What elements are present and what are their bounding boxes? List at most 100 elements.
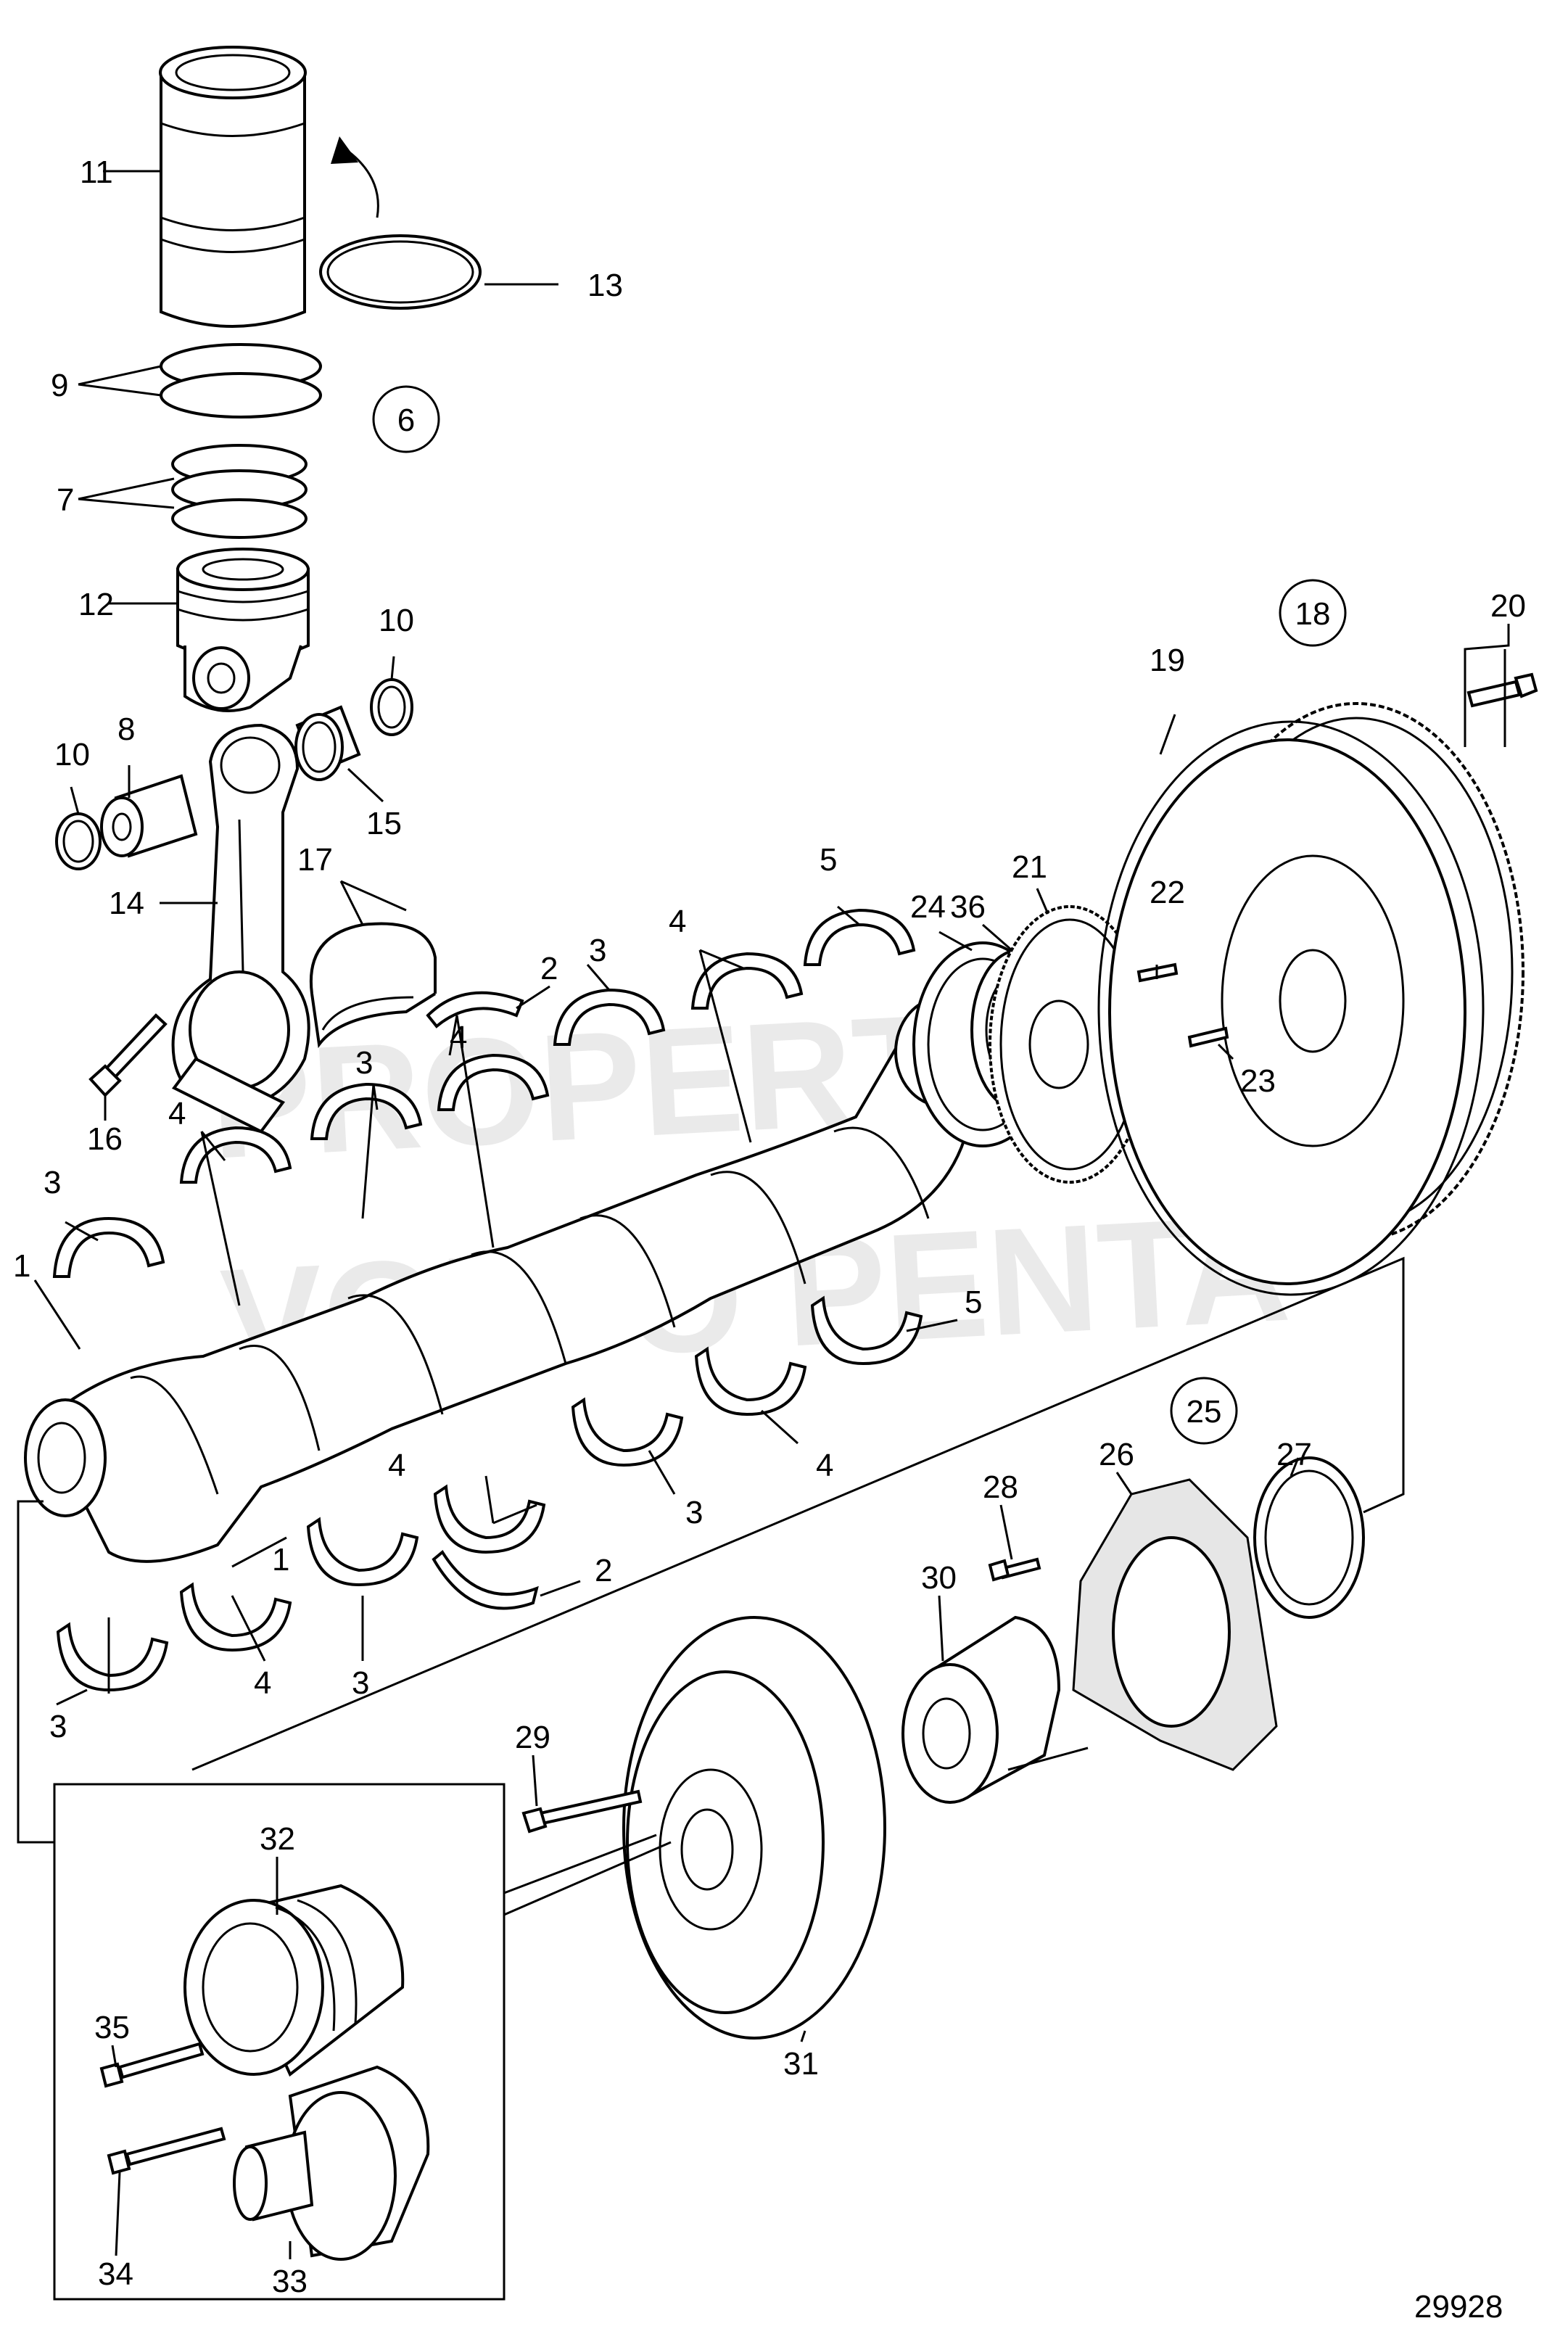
flywheel-bolt bbox=[1466, 672, 1538, 708]
bearing-shell-upper-3 bbox=[310, 1082, 423, 1140]
label-21: 21 bbox=[1012, 849, 1047, 885]
label-24: 24 bbox=[910, 889, 946, 925]
label-12: 12 bbox=[78, 587, 114, 622]
label-15: 15 bbox=[366, 806, 402, 841]
part-labels: 11 13 9 7 12 10 8 10 15 14 17 16 2 3 4 4… bbox=[13, 154, 1526, 2299]
label-30: 30 bbox=[921, 1560, 957, 1596]
label-10-right: 10 bbox=[379, 603, 414, 638]
group-label-6: 6 bbox=[397, 403, 415, 438]
connecting-rod bbox=[171, 723, 310, 1134]
group-marker-25: 25 bbox=[1170, 1377, 1238, 1445]
label-4-bottom-right: 4 bbox=[816, 1448, 833, 1483]
label-1-bottom: 1 bbox=[272, 1542, 289, 1578]
label-4-mid: 4 bbox=[450, 1020, 467, 1055]
label-32: 32 bbox=[260, 1821, 295, 1857]
label-23: 23 bbox=[1240, 1063, 1276, 1099]
bearing-shell-upper-7 bbox=[803, 908, 916, 966]
crankshaft-gear bbox=[989, 905, 1151, 1184]
label-10-left: 10 bbox=[54, 737, 90, 772]
label-31: 31 bbox=[783, 2046, 819, 2082]
vibration-damper bbox=[622, 1616, 886, 2040]
label-4-left: 4 bbox=[168, 1096, 186, 1131]
pulley-bolt bbox=[99, 2042, 205, 2088]
label-13: 13 bbox=[587, 268, 623, 303]
damper-hub bbox=[901, 1615, 1061, 1804]
bearing-shell-lower-5 bbox=[571, 1397, 684, 1467]
label-26: 26 bbox=[1099, 1437, 1134, 1472]
label-27: 27 bbox=[1276, 1437, 1312, 1472]
inset-box bbox=[53, 1783, 672, 2301]
bearing-shell-upper-6 bbox=[690, 952, 804, 1010]
leader-lines bbox=[33, 170, 1510, 2259]
flywheel bbox=[1097, 702, 1524, 1296]
group-label-18: 18 bbox=[1295, 596, 1331, 632]
label-3-bottom-mid: 3 bbox=[685, 1495, 703, 1530]
label-5-bottom: 5 bbox=[965, 1284, 982, 1320]
phantom-line-front bbox=[191, 1256, 1405, 1771]
hub-bolt bbox=[107, 2127, 226, 2175]
drawing-number: 29928 bbox=[1414, 2289, 1503, 2325]
label-3-top: 3 bbox=[589, 933, 606, 968]
bearing-shell-lower-1 bbox=[56, 1622, 169, 1692]
phantom-line-cover bbox=[1007, 1747, 1089, 1771]
label-4-top: 4 bbox=[669, 904, 686, 939]
label-1-top: 1 bbox=[13, 1248, 30, 1284]
damper-bolt bbox=[521, 1789, 643, 1834]
seal-ring bbox=[319, 234, 482, 310]
label-5-top: 5 bbox=[820, 842, 837, 878]
cover-bolt bbox=[988, 1557, 1041, 1582]
label-3-left: 3 bbox=[44, 1165, 61, 1200]
label-17: 17 bbox=[297, 842, 333, 878]
label-2-bottom: 2 bbox=[595, 1553, 612, 1588]
label-11: 11 bbox=[80, 154, 113, 190]
label-28: 28 bbox=[983, 1469, 1018, 1505]
arrow-head bbox=[331, 136, 358, 164]
bearing-shell-lower-3 bbox=[306, 1517, 419, 1587]
label-8: 8 bbox=[117, 712, 135, 747]
label-3-bottom-right: 3 bbox=[352, 1665, 369, 1701]
bearing-shell-lower-6 bbox=[694, 1346, 807, 1417]
bearing-shell-upper-5 bbox=[553, 988, 666, 1046]
bearing-shell-lower-7 bbox=[810, 1295, 923, 1366]
label-35: 35 bbox=[94, 2010, 130, 2045]
flywheel-locating-screw bbox=[1187, 1026, 1229, 1048]
label-4-bottom-left: 4 bbox=[254, 1665, 271, 1701]
conrod-bolt bbox=[88, 1013, 168, 1097]
group-marker-18: 18 bbox=[1279, 579, 1347, 647]
label-9: 9 bbox=[51, 368, 68, 403]
piston bbox=[176, 548, 310, 712]
label-3-mid: 3 bbox=[355, 1045, 373, 1081]
label-29: 29 bbox=[515, 1720, 550, 1755]
big-end-bearing bbox=[309, 922, 437, 1049]
label-36: 36 bbox=[950, 889, 986, 925]
bearing-shell-lower-2 bbox=[179, 1582, 292, 1652]
label-14: 14 bbox=[109, 886, 144, 921]
label-7: 7 bbox=[57, 482, 74, 518]
label-3-bottom-left: 3 bbox=[49, 1709, 67, 1744]
piston-pin bbox=[100, 774, 198, 858]
bearing-shell-upper-1 bbox=[52, 1216, 165, 1278]
label-22: 22 bbox=[1150, 875, 1185, 910]
thrust-washer-top bbox=[426, 991, 524, 1028]
group-label-25: 25 bbox=[1187, 1394, 1222, 1430]
circlip-left bbox=[55, 812, 102, 870]
circlip-right bbox=[370, 678, 413, 736]
thrust-washer-bottom bbox=[432, 1549, 539, 1610]
crankshaft-pulley bbox=[183, 1884, 405, 2077]
bearing-shell-lower-4 bbox=[433, 1484, 546, 1554]
label-20: 20 bbox=[1490, 588, 1526, 624]
group-marker-6: 6 bbox=[372, 385, 440, 453]
label-4-bottom-mid: 4 bbox=[388, 1448, 405, 1483]
label-19: 19 bbox=[1150, 643, 1185, 678]
small-end-bushing bbox=[294, 705, 361, 781]
timing-cover bbox=[1072, 1478, 1278, 1771]
liner-seal-rings bbox=[160, 343, 322, 418]
label-2-top: 2 bbox=[540, 951, 558, 986]
phantom-line-left bbox=[17, 1500, 54, 1844]
pulley-hub bbox=[233, 2065, 430, 2261]
front-oil-seal bbox=[1253, 1456, 1365, 1619]
piston-rings bbox=[171, 444, 308, 539]
label-34: 34 bbox=[98, 2256, 133, 2292]
label-33: 33 bbox=[272, 2264, 308, 2299]
